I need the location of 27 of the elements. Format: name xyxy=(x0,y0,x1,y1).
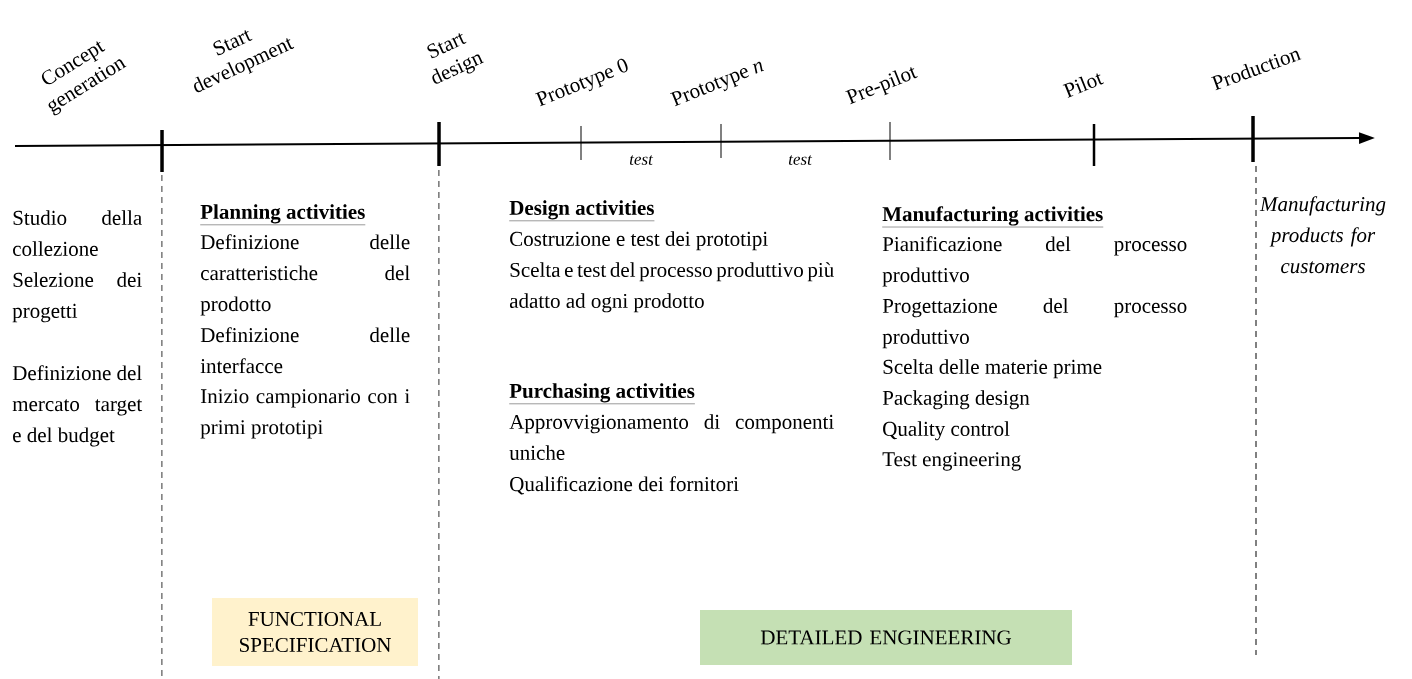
activity-text: Progettazione del processo produttivo xyxy=(882,298,1187,349)
activity-text: Qualificazione dei fornitori xyxy=(510,476,739,495)
activity-text: Scelta e test del processo produttivo più adatto ad ogni prodotto xyxy=(509,262,834,313)
activity-heading: Manufacturing activities xyxy=(882,206,1104,228)
test-label: test xyxy=(788,155,813,165)
activity-heading: Design activities xyxy=(509,200,655,221)
activity-heading: Purchasing activities xyxy=(509,383,696,404)
activity-text: Pianificazione del processo produttivo xyxy=(882,236,1187,287)
activity-text: Approvvigionamento di componenti uniche xyxy=(509,414,834,460)
activity-text: Definizione del mercato target e del budget xyxy=(12,365,143,447)
activity-text: Inizio campionario con i primi prototipi xyxy=(200,389,410,439)
activity-text: Scelta delle materie prime xyxy=(883,359,1102,379)
activity-text: Studio della collezione xyxy=(13,210,142,256)
milestone-label: Pilot xyxy=(1062,73,1104,98)
activity-heading: Planning activities xyxy=(200,204,366,225)
activity-text: Definizione delle caratteristiche del prodotto xyxy=(200,234,410,316)
activity-text: Selezione dei progetti xyxy=(12,272,142,323)
activity-text: Packaging design xyxy=(882,390,1030,410)
activity-text: Test engineering xyxy=(882,452,1021,471)
phase-box: DETAILED ENGINEERING xyxy=(700,610,1072,665)
outcome-text: Manufacturing products for customers xyxy=(1259,196,1386,274)
milestone-label: Start design xyxy=(427,32,484,84)
phase-box: FUNCTIONAL SPECIFICATION xyxy=(212,598,418,666)
activity-text: Costruzione e test dei prototipi xyxy=(510,231,768,251)
activity-text: Quality control xyxy=(883,421,1010,441)
test-label: test xyxy=(629,155,654,165)
activity-text: Definizione delle interfacce xyxy=(200,327,410,374)
